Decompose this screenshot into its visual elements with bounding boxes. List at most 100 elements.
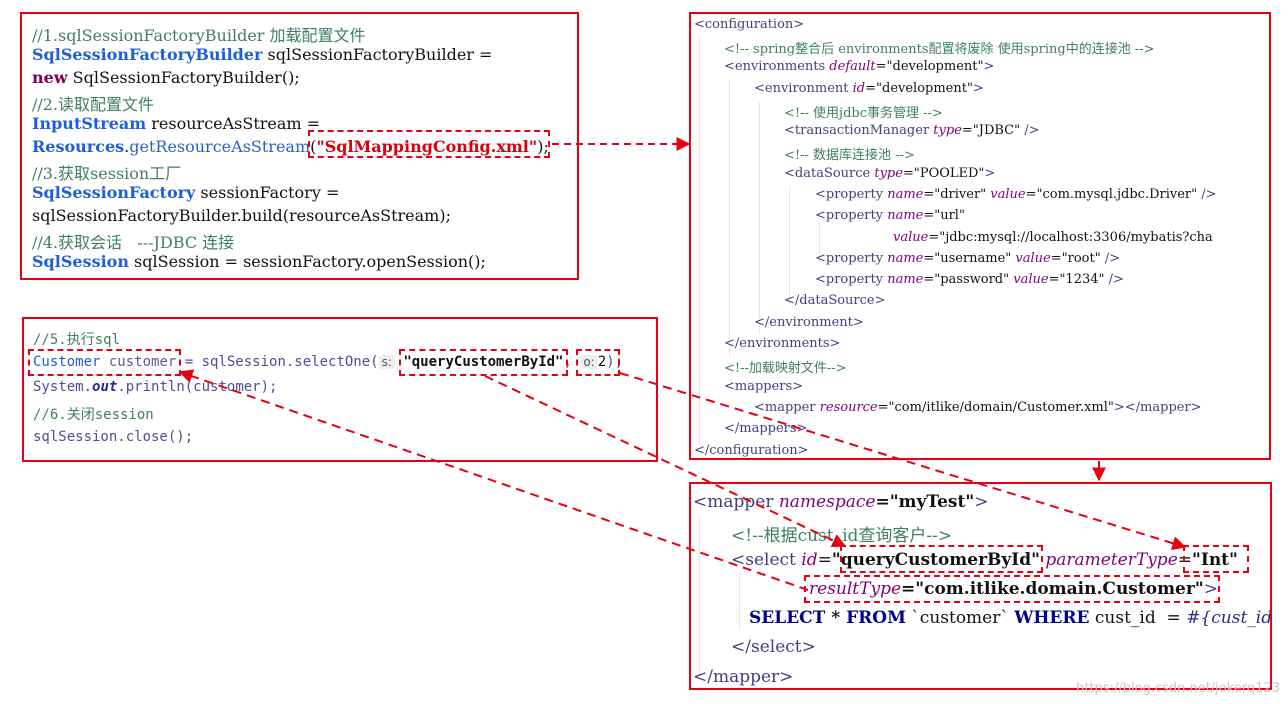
param-hint: s: [378, 355, 395, 369]
xml-tag: <property [815, 272, 884, 287]
xml-tag: <mapper [693, 492, 774, 512]
method-name: getResourceAsStream [129, 137, 311, 156]
xml-attr-value: ="driver" [923, 187, 987, 202]
param-hint: o: [580, 355, 598, 369]
xml-tag: > [983, 59, 995, 74]
xml-attr: resultType [809, 579, 902, 599]
xml-tag: <property [815, 187, 884, 202]
xml-tag: ></mapper> [1113, 400, 1202, 415]
xml-tag: </configuration> [694, 443, 809, 458]
xml-attr: name [883, 272, 924, 287]
param-value: 2 [597, 354, 607, 370]
xml-tag: /> [1020, 123, 1040, 138]
type-name: Customer [33, 354, 101, 370]
code-line: SqlSession sqlSession = sessionFactory.o… [32, 252, 486, 271]
xml-attr-value: ="url" [923, 208, 965, 223]
type-name: SqlSessionFactoryBuilder [32, 45, 263, 64]
xml-attr: parameterType [1039, 550, 1178, 570]
mapper-resource-value: ="com/itlike/domain/Customer.xml" [877, 400, 1114, 415]
code-text: SqlSessionFactoryBuilder(); [67, 68, 300, 87]
highlight-parameter-type [1183, 545, 1249, 573]
code-text: sqlSession = sessionFactory.openSession(… [128, 252, 486, 271]
xml-text: = [817, 550, 832, 570]
code-text: . [124, 137, 130, 156]
namespace-value: ="myTest" [875, 492, 975, 512]
xml-tag: </dataSource> [784, 293, 886, 308]
xml-tag: <transactionManager [784, 123, 930, 138]
code-text: ); [537, 137, 549, 156]
xml-attr-value: ="root" [1050, 251, 1101, 266]
xml-tag: <mapper [754, 400, 816, 415]
xml-tag: /> [1104, 272, 1124, 287]
code-line: Resources.getResourceAsStream("SqlMappin… [32, 137, 549, 156]
xml-tag: > [972, 81, 984, 96]
xml-tag: </environment> [754, 315, 864, 330]
xml-tag: <configuration> [694, 17, 805, 32]
sql-text: * [825, 608, 847, 628]
xml-attr: name [883, 187, 924, 202]
xml-line: <environments default="development"> [724, 59, 994, 74]
type-name: SqlSession [32, 252, 129, 271]
xml-attr: value [986, 187, 1026, 202]
code-line: SqlSessionFactory sessionFactory = [32, 183, 339, 202]
code-text: ( [310, 137, 317, 156]
type-name: InputStream [32, 114, 147, 133]
code-line: sqlSession.close(); [33, 429, 194, 445]
sql-text: cust_id = [1089, 608, 1187, 628]
xml-attr-value: ="password" [923, 272, 1010, 287]
sql-keyword: FROM [846, 608, 906, 628]
code-comment: //2.读取配置文件 [32, 95, 155, 114]
static-field: out [92, 379, 118, 395]
code-comment: //6.关闭session [33, 407, 154, 423]
customer-mapper-xml-box: <mapper namespace="myTest"> <!--根据cust_i… [689, 482, 1272, 690]
xml-tag: > [984, 166, 996, 181]
xml-line: <mapper resource="com/itlike/domain/Cust… [754, 400, 1202, 415]
xml-tag: /> [1100, 251, 1121, 266]
select-id-value: "queryCustomerById" [831, 550, 1040, 570]
xml-tag: </mapper> [693, 667, 794, 687]
highlight-select-id [840, 545, 1043, 573]
xml-line: <dataSource type="POOLED"> [784, 166, 995, 181]
xml-attr: value [1011, 251, 1051, 266]
arrow-result-type-link [178, 369, 809, 591]
parameter-type-value: "Int" [1192, 550, 1238, 570]
highlight-config-filename [308, 130, 550, 158]
xml-line: <property name="driver" value="com.mysql… [815, 187, 1217, 202]
result-type-value: ="com.itlike.domain.Customer" [901, 579, 1204, 599]
xml-line: <property name="username" value="root" /… [815, 251, 1120, 266]
code-line: sqlSessionFactoryBuilder.build(resourceA… [32, 206, 451, 225]
mybatis-config-xml-box: <configuration> <!-- spring整合后 environme… [689, 12, 1271, 460]
xml-line: <property name="password" value="1234" /… [815, 272, 1124, 287]
xml-tag: <mappers> [724, 379, 804, 394]
xml-attr-value: ="com.mysql.jdbc.Driver" [1025, 187, 1198, 202]
code-comment: //3.获取session工厂 [32, 164, 182, 183]
xml-attr: id [795, 550, 818, 570]
sql-placeholder: #{cust_id} [1186, 608, 1272, 628]
xml-attr: value [893, 230, 929, 245]
xml-comment: <!--加载映射文件--> [724, 361, 847, 376]
xml-tag: <property [815, 251, 884, 266]
config-filename-string: "SqlMappingConfig.xml" [316, 137, 538, 156]
code-text: sqlSessionFactoryBuilder = [262, 45, 493, 64]
xml-attr: value [1009, 272, 1049, 287]
code-line: SqlSessionFactoryBuilder sqlSessionFacto… [32, 45, 492, 64]
xml-comment: <!-- 数据库连接池 --> [784, 148, 915, 163]
code-comment: //4.获取会话 ---JDBC 连接 [32, 233, 235, 252]
xml-attr-value: ="development" [875, 59, 984, 74]
xml-attr-value: ="JDBC" [961, 123, 1021, 138]
xml-attr: namespace [773, 492, 876, 512]
statement-id-string: "queryCustomerById" [403, 354, 564, 370]
code-comment: //1.sqlSessionFactoryBuilder 加载配置文件 [32, 26, 366, 45]
sql-text: `customer` [905, 608, 1015, 628]
xml-line: resultType="com.itlike.domain.Customer"> [809, 579, 1218, 599]
xml-attr-value: ="POOLED" [902, 166, 985, 181]
sql-keyword: WHERE [1014, 608, 1090, 628]
xml-attr-value: ="development" [865, 81, 973, 96]
java-execute-code-box: //5.执行sql Customer customer = sqlSession… [22, 317, 658, 462]
code-line: Customer customer = sqlSession.selectOne… [33, 354, 623, 370]
code-text: resourceAsStream = [146, 114, 321, 133]
highlight-customer-var [28, 349, 181, 376]
code-text: System. [33, 379, 93, 395]
xml-attr: type [870, 166, 903, 181]
